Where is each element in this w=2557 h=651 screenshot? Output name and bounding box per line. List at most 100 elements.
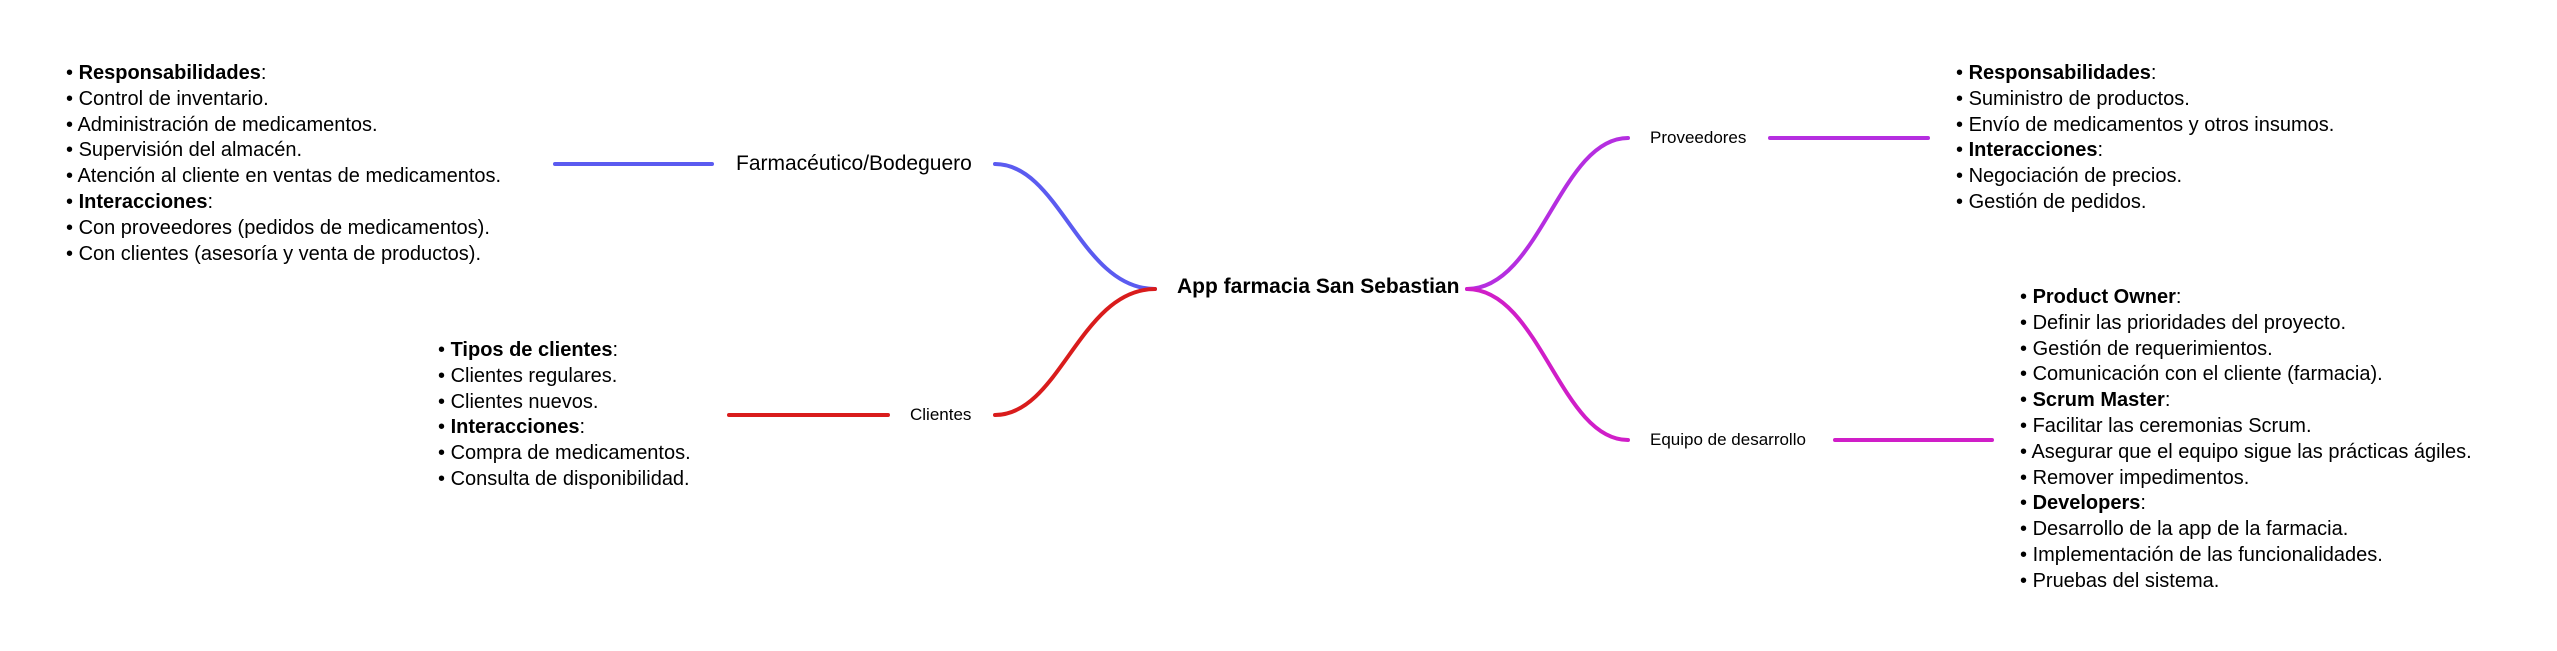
bullet-glyph: • bbox=[66, 139, 79, 162]
bullet-glyph: • bbox=[66, 62, 79, 84]
note-text: : bbox=[2097, 139, 2104, 162]
note-bullet-item: • Atención al cliente en ventas de medic… bbox=[66, 164, 501, 190]
note-proveedores: • Responsabilidades: • Suministro de prod… bbox=[1956, 61, 2334, 216]
note-bullet-item: • Tipos de clientes: bbox=[438, 338, 691, 364]
bullet-glyph: • bbox=[66, 165, 78, 188]
note-bullet-item: • Clientes regulares. bbox=[438, 364, 691, 390]
bullet-glyph: • bbox=[2020, 518, 2033, 541]
bullet-glyph: • bbox=[438, 339, 451, 361]
bullet-glyph: • bbox=[1956, 113, 1969, 136]
note-bullet-item: • Remover impedimentos. bbox=[2020, 466, 2472, 492]
note-bullet-item: • Asegurar que el equipo sigue las práct… bbox=[2020, 440, 2472, 466]
bullet-glyph: • bbox=[1956, 139, 1969, 162]
note-heading: Responsabilidades bbox=[1968, 62, 2151, 84]
note-heading: Responsabilidades bbox=[78, 62, 261, 84]
bullet-glyph: • bbox=[438, 416, 451, 439]
branch-label-clientes[interactable]: Clientes bbox=[910, 405, 972, 424]
note-bullet-item: • Compra de medicamentos. bbox=[438, 441, 691, 467]
note-text: Negociación de precios. bbox=[1968, 165, 2183, 188]
note-text: Remover impedimentos. bbox=[2032, 466, 2250, 489]
note-text: Implementación de las funcionalidades. bbox=[2032, 543, 2383, 566]
note-bullet-item: • Facilitar las ceremonias Scrum. bbox=[2020, 414, 2472, 440]
note-text: Consulta de disponibilidad. bbox=[450, 467, 690, 490]
connector-farmaceutico bbox=[993, 162, 1157, 291]
note-bullet-item: • Supervisión del almacén. bbox=[66, 138, 501, 164]
note-bullet-item: • Product Owner: bbox=[2020, 285, 2472, 311]
bullet-glyph: • bbox=[438, 364, 451, 387]
note-heading: Product Owner bbox=[2032, 286, 2176, 308]
connector-clientes bbox=[993, 287, 1157, 417]
note-bullet-item: • Con proveedores (pedidos de medicament… bbox=[66, 216, 501, 242]
note-bullet-item: • Clientes nuevos. bbox=[438, 390, 691, 416]
branch-label-farmaceutico[interactable]: Farmacéutico/Bodeguero bbox=[736, 152, 972, 175]
note-bullet-item: • Administración de medicamentos. bbox=[66, 113, 501, 139]
bullet-glyph: • bbox=[1956, 87, 1969, 110]
note-text: Envío de medicamentos y otros insumos. bbox=[1968, 113, 2335, 136]
note-text: : bbox=[612, 339, 619, 361]
bullet-glyph: • bbox=[438, 390, 451, 413]
branch-label-equipo[interactable]: Equipo de desarrollo bbox=[1650, 430, 1806, 449]
note-text: Con clientes (asesoría y venta de produc… bbox=[78, 242, 481, 265]
bullet-glyph: • bbox=[1956, 190, 1969, 213]
note-text: Control de inventario. bbox=[78, 87, 269, 110]
bullet-glyph: • bbox=[1956, 165, 1969, 188]
bullet-glyph: • bbox=[2020, 466, 2033, 489]
note-bullet-item: • Definir las prioridades del proyecto. bbox=[2020, 311, 2472, 337]
note-text: Administración de medicamentos. bbox=[77, 113, 378, 136]
note-bullet-item: • Negociación de precios. bbox=[1956, 164, 2334, 190]
bullet-glyph: • bbox=[66, 242, 79, 265]
note-text: Gestión de pedidos. bbox=[1968, 190, 2147, 213]
branch-label-proveedores[interactable]: Proveedores bbox=[1650, 128, 1747, 147]
note-text: : bbox=[2175, 286, 2182, 308]
note-text: : bbox=[579, 416, 586, 439]
bullet-glyph: • bbox=[2020, 363, 2033, 386]
note-text: Supervisión del almacén. bbox=[78, 139, 303, 162]
note-bullet-item: • Responsabilidades: bbox=[66, 61, 501, 87]
bullet-glyph: • bbox=[66, 113, 78, 136]
bullet-glyph: • bbox=[2020, 492, 2033, 515]
note-bullet-item: • Scrum Master: bbox=[2020, 388, 2472, 414]
note-bullet-item: • Con clientes (asesoría y venta de prod… bbox=[66, 242, 501, 268]
note-text: Clientes nuevos. bbox=[450, 390, 599, 413]
bullet-glyph: • bbox=[2020, 543, 2033, 566]
bullet-glyph: • bbox=[2020, 389, 2033, 412]
note-bullet-item: • Interacciones: bbox=[1956, 138, 2334, 164]
note-bullet-item: • Gestión de requerimientos. bbox=[2020, 337, 2472, 363]
note-text: : bbox=[2164, 389, 2171, 412]
bullet-glyph: • bbox=[1956, 62, 1969, 84]
note-clientes: • Tipos de clientes:• Clientes regulares… bbox=[438, 338, 691, 493]
note-text: Desarrollo de la app de la farmacia. bbox=[2032, 518, 2349, 541]
note-text: Clientes regulares. bbox=[450, 364, 618, 387]
note-bullet-item: • Suministro de productos. bbox=[1956, 87, 2334, 113]
note-heading: Interacciones bbox=[78, 190, 208, 213]
bullet-glyph: • bbox=[2020, 311, 2033, 334]
note-text: : bbox=[2150, 62, 2157, 84]
bullet-glyph: • bbox=[2020, 414, 2033, 437]
note-heading: Interacciones bbox=[450, 416, 580, 439]
connector-equipo bbox=[1465, 287, 1630, 442]
note-text: Compra de medicamentos. bbox=[450, 442, 691, 465]
note-text: Asegurar que el equipo sigue las práctic… bbox=[2031, 440, 2472, 463]
note-heading: Scrum Master bbox=[2032, 389, 2165, 412]
note-heading: Interacciones bbox=[1968, 139, 2098, 162]
note-equipo: • Product Owner:• Definir las prioridade… bbox=[2020, 285, 2472, 595]
note-text: Facilitar las ceremonias Scrum. bbox=[2032, 414, 2312, 437]
note-text: Gestión de requerimientos. bbox=[2032, 337, 2273, 360]
note-text: : bbox=[260, 62, 267, 84]
bullet-glyph: • bbox=[66, 190, 79, 213]
note-text: : bbox=[207, 190, 214, 213]
note-heading: Developers bbox=[2032, 492, 2141, 515]
bullet-glyph: • bbox=[2020, 337, 2033, 360]
center-node-label[interactable]: App farmacia San Sebastian bbox=[1177, 275, 1460, 298]
note-text: : bbox=[2140, 492, 2146, 515]
note-bullet-item: • Interacciones: bbox=[438, 415, 691, 441]
note-bullet-item: • Comunicación con el cliente (farmacia)… bbox=[2020, 362, 2472, 388]
note-text: Definir las prioridades del proyecto. bbox=[2032, 311, 2347, 334]
note-bullet-item: • Control de inventario. bbox=[66, 87, 501, 113]
note-farmaceutico: • Responsabilidades:• Control de inventa… bbox=[66, 61, 501, 267]
note-bullet-item: • Pruebas del sistema. bbox=[2020, 569, 2472, 595]
note-bullet-item: • Gestión de pedidos. bbox=[1956, 190, 2334, 216]
note-bullet-item: • Implementación de las funcionalidades. bbox=[2020, 543, 2472, 569]
connector-proveedores bbox=[1465, 136, 1630, 291]
